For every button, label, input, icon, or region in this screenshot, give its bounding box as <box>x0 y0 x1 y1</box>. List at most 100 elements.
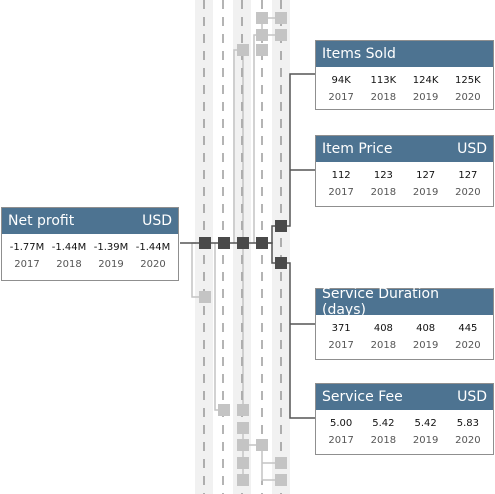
value-column: 113K 2018 <box>362 73 404 105</box>
value-column: -1.44M 2018 <box>48 240 90 272</box>
value-column: 5.00 2017 <box>320 416 362 448</box>
card-net-profit[interactable]: Net profit USD -1.77M 2017 -1.44M 2018 -1.… <box>1 207 179 281</box>
value: -1.44M <box>51 242 87 253</box>
value-column: 125K 2020 <box>447 73 489 105</box>
operator-node-inactive <box>237 439 249 451</box>
operator-node-inactive <box>275 29 287 41</box>
value-column: 124K 2019 <box>405 73 447 105</box>
card-unit: USD <box>457 389 487 405</box>
card-header: Service Fee USD <box>316 384 493 410</box>
card-title: Items Sold <box>322 46 396 62</box>
value: 127 <box>458 170 478 181</box>
value-column: 408 2019 <box>405 321 447 353</box>
value: 124K <box>412 75 439 86</box>
value: 94K <box>331 75 351 86</box>
year: 2019 <box>98 259 124 270</box>
year: 2017 <box>328 92 354 103</box>
card-items-sold[interactable]: Items Sold 94K 2017 113K 2018 124K 2019 125… <box>315 40 494 110</box>
value-column: 94K 2017 <box>320 73 362 105</box>
year: 2017 <box>328 340 354 351</box>
year: 2017 <box>328 435 354 446</box>
year: 2018 <box>370 92 397 103</box>
operator-node-inactive <box>237 422 249 434</box>
card-header: Service Duration (days) <box>316 286 493 318</box>
value-column: 127 2020 <box>447 168 489 200</box>
year: 2018 <box>56 259 82 270</box>
value: 408 <box>373 323 393 334</box>
operator-node-inactive <box>237 404 249 416</box>
card-values: 371 2017 408 2018 408 2019 445 2020 <box>316 315 493 353</box>
year: 2020 <box>455 340 481 351</box>
year: 2020 <box>140 259 166 270</box>
card-header: Items Sold <box>316 41 493 67</box>
value-column: 123 2018 <box>362 168 404 200</box>
value: 113K <box>370 75 397 86</box>
card-service-duration[interactable]: Service Duration (days) 371 2017 408 2018 … <box>315 286 494 360</box>
value-column: 445 2020 <box>447 321 489 353</box>
year: 2019 <box>412 92 439 103</box>
card-header: Net profit USD <box>2 208 178 234</box>
card-service-fee[interactable]: Service Fee USD 5.00 2017 5.42 2018 5.42 20… <box>315 383 494 455</box>
operator-node-inactive <box>237 474 249 486</box>
card-values: 112 2017 123 2018 127 2019 127 2020 <box>316 162 493 200</box>
value-column: 127 2019 <box>405 168 447 200</box>
connector-inactive <box>261 445 281 481</box>
card-unit: USD <box>142 213 172 229</box>
card-title: Service Fee <box>322 389 403 405</box>
value: 127 <box>416 170 436 181</box>
value: -1.39M <box>93 242 129 253</box>
connector-inactive <box>253 34 262 243</box>
card-values: -1.77M 2017 -1.44M 2018 -1.39M 2019 -1.44M 2… <box>2 234 178 272</box>
operator-node-inactive <box>237 457 249 469</box>
year: 2020 <box>455 435 481 446</box>
operator-node-active <box>256 237 268 249</box>
operator-node-active <box>218 237 230 249</box>
operator-node-active <box>275 220 287 232</box>
card-item-price[interactable]: Item Price USD 112 2017 123 2018 127 2019 1… <box>315 135 494 207</box>
value-column: 5.42 2019 <box>405 416 447 448</box>
year: 2019 <box>412 187 439 198</box>
value: 112 <box>331 170 351 181</box>
value-column: -1.77M 2017 <box>6 240 48 272</box>
operator-node-active <box>199 237 211 249</box>
value: 408 <box>416 323 436 334</box>
value-column: 5.42 2018 <box>362 416 404 448</box>
value: 5.42 <box>372 418 395 429</box>
year: 2018 <box>370 435 397 446</box>
year: 2019 <box>412 340 439 351</box>
value: 371 <box>331 323 351 334</box>
value-column: 371 2017 <box>320 321 362 353</box>
card-header: Item Price USD <box>316 136 493 162</box>
operator-node-active <box>275 257 287 269</box>
value: 123 <box>373 170 393 181</box>
operator-node-inactive <box>275 474 287 486</box>
year: 2018 <box>370 187 397 198</box>
operator-node-inactive <box>218 404 230 416</box>
operator-node-inactive <box>275 457 287 469</box>
value-column: -1.44M 2020 <box>132 240 174 272</box>
value: -1.77M <box>9 242 45 253</box>
operator-node-inactive <box>256 12 268 24</box>
year: 2018 <box>370 340 397 351</box>
card-unit: USD <box>457 141 487 157</box>
operator-node-inactive <box>275 12 287 24</box>
year: 2019 <box>412 435 439 446</box>
card-title: Item Price <box>322 141 393 157</box>
card-values: 94K 2017 113K 2018 124K 2019 125K 2020 <box>316 67 493 105</box>
value-column: 112 2017 <box>320 168 362 200</box>
operator-node-inactive <box>256 439 268 451</box>
year: 2017 <box>328 187 354 198</box>
operator-node-inactive <box>237 44 249 56</box>
value: 445 <box>458 323 478 334</box>
value: -1.44M <box>135 242 171 253</box>
year: 2017 <box>14 259 40 270</box>
value: 125K <box>455 75 481 86</box>
operator-node-inactive <box>256 29 268 41</box>
value: 5.42 <box>414 418 437 429</box>
year: 2020 <box>455 92 481 103</box>
value: 5.00 <box>329 418 353 429</box>
year: 2020 <box>455 187 481 198</box>
